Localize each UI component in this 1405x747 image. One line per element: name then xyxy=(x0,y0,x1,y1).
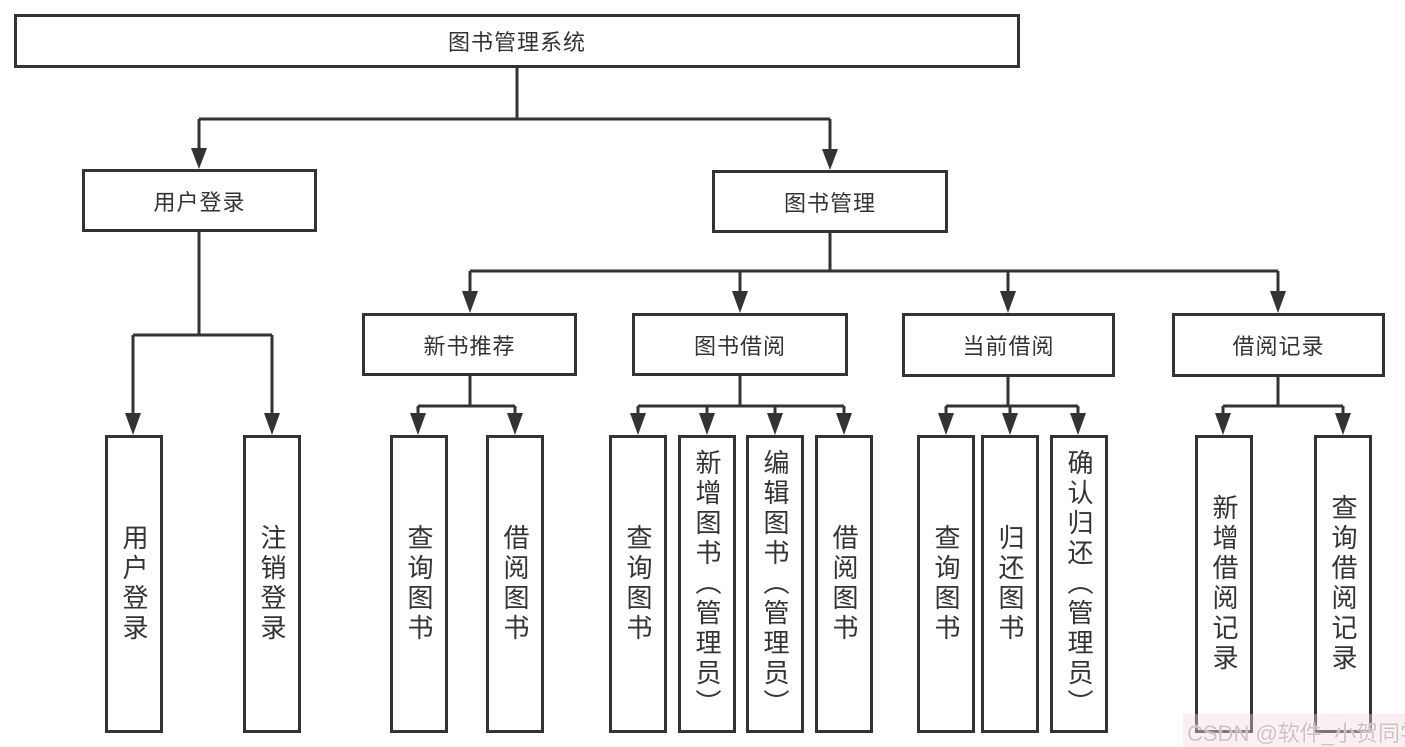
leaf-borrow-query-books: 查询图书 xyxy=(609,435,667,733)
leaf-borrow-query-books-label: 查询图书 xyxy=(623,524,653,644)
node-user-login: 用户登录 xyxy=(82,169,317,232)
leaf-add-borrow-record-label: 新增借阅记录 xyxy=(1209,494,1239,674)
node-new-book-recommend: 新书推荐 xyxy=(362,313,577,376)
leaf-current-query-books-label: 查询图书 xyxy=(931,524,961,644)
leaf-borrow-books-label: 借阅图书 xyxy=(829,524,859,644)
node-borrow-records-label: 借阅记录 xyxy=(1232,334,1325,359)
node-borrow-records: 借阅记录 xyxy=(1172,313,1385,377)
leaf-edit-books-admin-label: 编辑图书（管理员） xyxy=(760,449,790,719)
watermark: CSDN @软件_小贺同学 xyxy=(1187,721,1405,746)
watermark-band xyxy=(1183,714,1405,747)
leaf-add-borrow-record: 新增借阅记录 xyxy=(1195,435,1253,733)
node-current-borrow-label: 当前借阅 xyxy=(962,334,1055,359)
leaf-confirm-return-admin: 确认归还（管理员） xyxy=(1050,435,1108,733)
leaf-logout: 注销登录 xyxy=(243,435,301,733)
node-library-system: 图书管理系统 xyxy=(14,14,1020,68)
leaf-recommend-borrow-books: 借阅图书 xyxy=(486,435,544,733)
leaf-recommend-query-books-label: 查询图书 xyxy=(404,524,434,644)
node-book-management: 图书管理 xyxy=(712,170,948,233)
node-book-borrow: 图书借阅 xyxy=(632,313,848,376)
leaf-recommend-borrow-books-label: 借阅图书 xyxy=(500,524,530,644)
leaf-recommend-query-books: 查询图书 xyxy=(390,435,448,733)
leaf-current-query-books: 查询图书 xyxy=(917,435,975,733)
leaf-edit-books-admin: 编辑图书（管理员） xyxy=(746,435,804,733)
leaf-query-borrow-record-label: 查询借阅记录 xyxy=(1328,494,1358,674)
leaf-add-books-admin-label: 新增图书（管理员） xyxy=(692,449,722,719)
leaf-return-books: 归还图书 xyxy=(981,435,1039,733)
leaf-user-login: 用户登录 xyxy=(105,435,163,733)
node-book-management-label: 图书管理 xyxy=(783,190,876,216)
leaf-query-borrow-record: 查询借阅记录 xyxy=(1314,435,1372,733)
node-new-book-recommend-label: 新书推荐 xyxy=(423,333,516,359)
node-current-borrow: 当前借阅 xyxy=(902,313,1115,377)
leaf-logout-label: 注销登录 xyxy=(257,524,287,644)
connector-lines xyxy=(131,68,1345,413)
node-library-system-label: 图书管理系统 xyxy=(447,30,586,55)
leaf-add-books-admin: 新增图书（管理员） xyxy=(678,435,736,733)
leaf-confirm-return-admin-label: 确认归还（管理员） xyxy=(1064,449,1094,719)
arrowheads xyxy=(125,148,1351,435)
node-user-login-label: 用户登录 xyxy=(153,189,246,215)
node-book-borrow-label: 图书借阅 xyxy=(693,333,786,359)
leaf-return-books-label: 归还图书 xyxy=(995,524,1025,644)
leaf-user-login-label: 用户登录 xyxy=(119,524,149,644)
leaf-borrow-books: 借阅图书 xyxy=(815,435,873,733)
